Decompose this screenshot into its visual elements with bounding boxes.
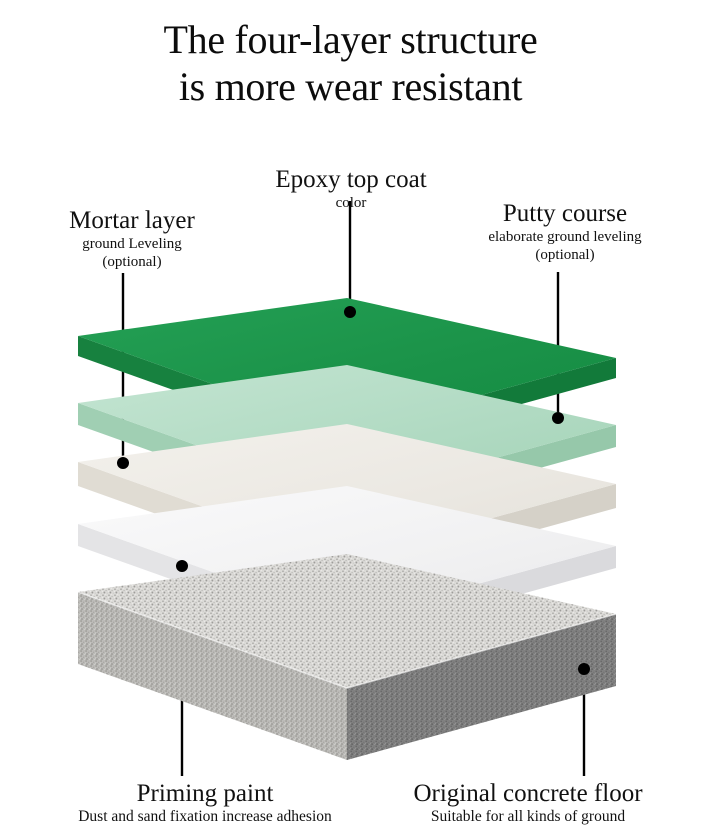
concrete-edge-highlight xyxy=(77,591,617,689)
callout-priming-paint: Priming paint Dust and sand fixation inc… xyxy=(25,780,385,827)
callout-concrete-floor: Original concrete floor Suitable for all… xyxy=(378,780,678,827)
concrete-side-right xyxy=(347,614,616,760)
layer-concrete-floor[interactable] xyxy=(77,554,617,760)
callout-epoxy-top-coat-subtitle: color xyxy=(335,195,367,211)
callout-mortar-layer: Mortar layer ground Leveling (optional) xyxy=(17,207,247,271)
dot-concrete xyxy=(578,663,590,675)
callout-epoxy-top-coat-title: Epoxy top coat xyxy=(275,166,427,193)
page-title-line1: The four-layer structure xyxy=(163,17,538,62)
callout-putty-course-title: Putty course xyxy=(502,200,628,227)
callout-priming-paint-title: Priming paint xyxy=(136,780,274,807)
page-title: The four-layer structure is more wear re… xyxy=(0,16,701,110)
dot-priming xyxy=(176,560,188,572)
concrete-side-left xyxy=(78,592,347,760)
callout-concrete-floor-subtitle: Suitable for all kinds of ground xyxy=(430,808,626,825)
concrete-top-face xyxy=(78,554,616,688)
callout-putty-course-note: (optional) xyxy=(535,247,595,263)
dot-top-coat xyxy=(344,306,356,318)
primer-top-face xyxy=(78,486,616,620)
callout-mortar-layer-note: (optional) xyxy=(102,254,162,270)
leader-dots xyxy=(117,306,590,675)
dot-putty xyxy=(552,412,564,424)
callout-mortar-layer-title: Mortar layer xyxy=(69,207,195,234)
page-title-line2: is more wear resistant xyxy=(178,64,523,110)
callout-concrete-floor-title: Original concrete floor xyxy=(413,780,643,807)
dot-mortar xyxy=(117,457,129,469)
callout-priming-paint-subtitle: Dust and sand fixation increase adhesion xyxy=(78,808,332,825)
callout-putty-course-subtitle: elaborate ground leveling xyxy=(488,229,642,245)
callout-epoxy-top-coat: Epoxy top coat color xyxy=(211,166,491,212)
callout-putty-course: Putty course elaborate ground leveling (… xyxy=(440,200,690,264)
callout-mortar-layer-subtitle: ground Leveling xyxy=(82,236,182,252)
